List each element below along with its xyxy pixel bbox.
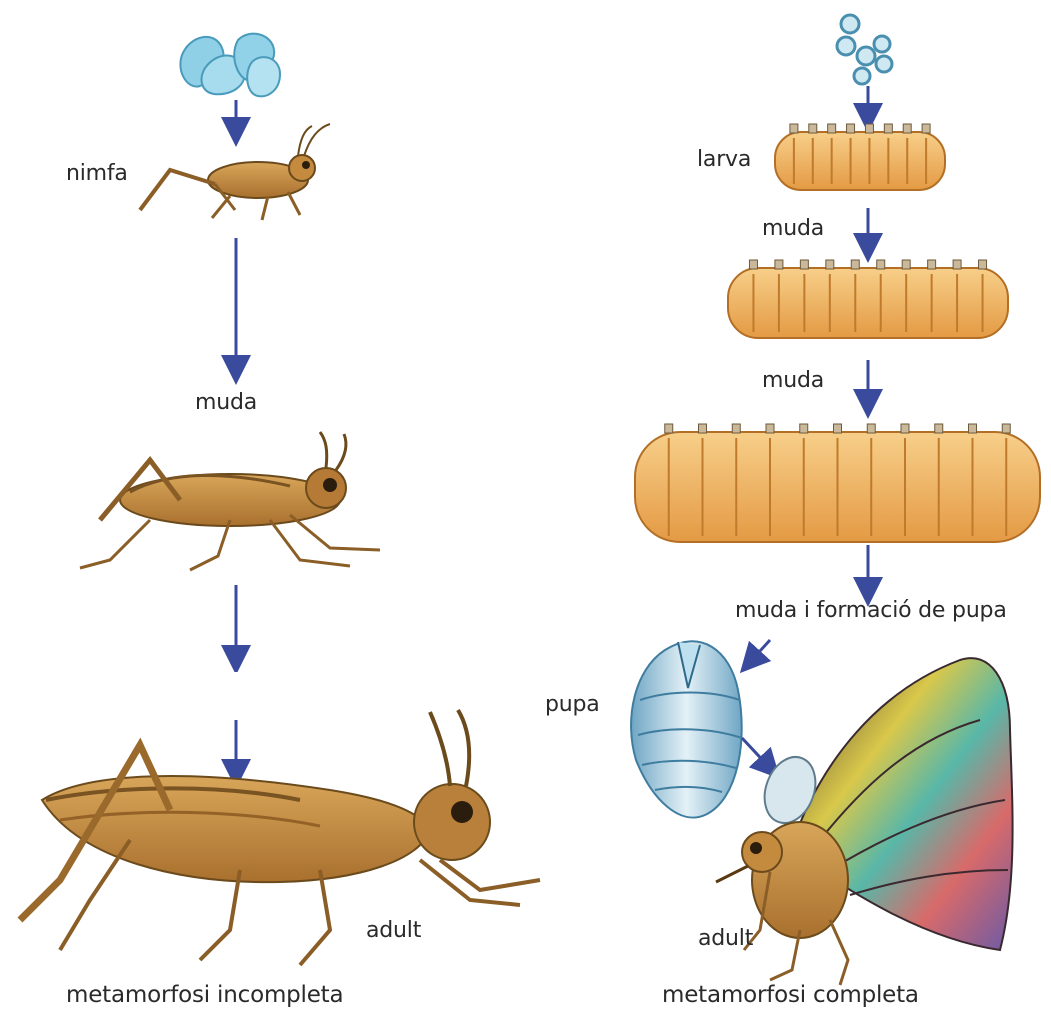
larva-bump bbox=[665, 424, 673, 433]
pupa-icon bbox=[631, 641, 742, 817]
larva-bump bbox=[847, 124, 855, 133]
larva-bump bbox=[922, 124, 930, 133]
larva-bump bbox=[749, 260, 757, 269]
larva-bump bbox=[867, 424, 875, 433]
juvenile-grasshopper-icon bbox=[80, 432, 380, 570]
arrow-9 bbox=[750, 640, 770, 662]
larva-bump bbox=[834, 424, 842, 433]
larva-bump bbox=[877, 260, 885, 269]
larva-bump bbox=[865, 124, 873, 133]
larva-bump bbox=[884, 124, 892, 133]
larva-bump bbox=[800, 424, 808, 433]
adult-butterfly-icon bbox=[716, 658, 1013, 985]
larva-bump bbox=[800, 260, 808, 269]
label-molt-right-1: muda bbox=[762, 218, 824, 240]
label-nymph: nimfa bbox=[66, 163, 128, 185]
larva-small-icon bbox=[775, 132, 945, 190]
larva-bump bbox=[790, 124, 798, 133]
arrow-10 bbox=[742, 738, 770, 768]
larva-bump bbox=[851, 260, 859, 269]
larva-bump bbox=[1002, 424, 1010, 433]
larva-bump bbox=[766, 424, 774, 433]
larva-bump bbox=[809, 124, 817, 133]
blank-label-area-middle bbox=[118, 672, 408, 712]
label-molt-pupa: muda i formació de pupa bbox=[735, 600, 1007, 622]
blank-label-area-top bbox=[425, 135, 630, 195]
adult-grasshopper-icon bbox=[20, 710, 540, 965]
caption-incomplete: metamorfosi incompleta bbox=[66, 984, 343, 1007]
larva-bump bbox=[699, 424, 707, 433]
caption-complete: metamorfosi completa bbox=[662, 984, 919, 1007]
larva-bump bbox=[953, 260, 961, 269]
larva-bump bbox=[903, 124, 911, 133]
label-molt-left: muda bbox=[195, 392, 257, 414]
larva-medium-icon bbox=[728, 268, 1008, 338]
label-molt-right-2: muda bbox=[762, 370, 824, 392]
larva-bump bbox=[969, 424, 977, 433]
nymph-grasshopper-icon bbox=[140, 124, 330, 220]
larva-bump bbox=[902, 260, 910, 269]
larva-bump bbox=[828, 124, 836, 133]
label-adult-left: adult bbox=[366, 920, 421, 942]
larva-bump bbox=[732, 424, 740, 433]
label-larva: larva bbox=[697, 149, 751, 171]
larva-bump bbox=[935, 424, 943, 433]
larva-bump bbox=[826, 260, 834, 269]
larva-bump bbox=[979, 260, 987, 269]
eggs-larva-icon bbox=[837, 15, 892, 84]
larva-bump bbox=[901, 424, 909, 433]
label-pupa: pupa bbox=[545, 694, 600, 716]
eggs-nymph-icon bbox=[180, 34, 280, 97]
larva-bump bbox=[775, 260, 783, 269]
label-adult-right: adult bbox=[698, 928, 753, 950]
larva-bump bbox=[928, 260, 936, 269]
